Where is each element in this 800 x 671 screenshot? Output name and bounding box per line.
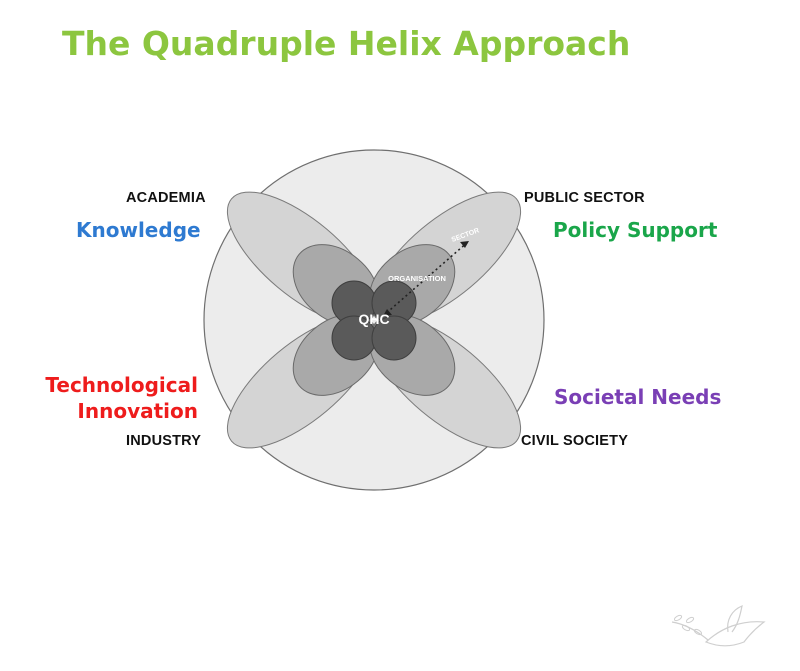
sector-label-civil: CIVIL SOCIETY <box>521 433 629 449</box>
page-title: The Quadruple Helix Approach <box>62 24 631 63</box>
theme-policy-support: Policy Support <box>553 218 718 242</box>
core-circle-bottom-right <box>371 315 417 361</box>
sector-label-public: PUBLIC SECTOR <box>524 190 645 206</box>
organisation-label: ORGANISATION <box>388 274 446 283</box>
sector-label-industry: INDUSTRY <box>126 433 202 449</box>
dotted-double-arrow <box>382 240 470 317</box>
dove-olive-branch-icon <box>671 605 766 647</box>
theme-technological-innovation: Technological Innovation <box>45 373 198 423</box>
theme-knowledge: Knowledge <box>76 218 201 242</box>
theme-societal-needs: Societal Needs <box>554 385 722 409</box>
sector-label-academia: ACADEMIA <box>126 190 206 206</box>
center-label: QHC <box>358 311 389 327</box>
